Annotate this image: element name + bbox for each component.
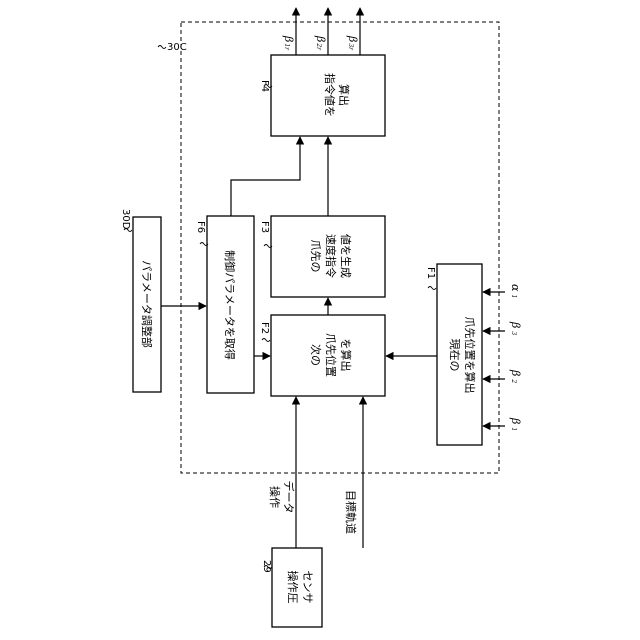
block-f6-ref: F6 — [195, 221, 206, 233]
block-f3-line-1: 爪先の — [309, 240, 322, 273]
block-f2-line-3: を算出 — [339, 339, 353, 372]
block-f1-ref: F1 — [425, 267, 436, 279]
block-f1-line-2: 爪先位置を算出 — [463, 317, 477, 394]
operation-data-label-line-1: 操作 — [268, 486, 282, 508]
block-f4-compute-command-value: 指令値を 算出 — [271, 55, 385, 136]
output-label-b3r: β3r — [346, 35, 359, 51]
block-f1-line-1: 現在の — [448, 339, 461, 372]
block-f3-line-2: 速度指令 — [324, 234, 338, 278]
block-29-operation-pressure-sensor: 操作圧 センサ — [272, 548, 322, 627]
input-label-b3: β3 — [509, 321, 522, 335]
operation-data-label-line-2: データ — [282, 481, 296, 514]
block-29-ref: 29 — [261, 560, 272, 573]
block-29-line-1: 操作圧 — [286, 571, 300, 604]
block-f3-line-3: 値を生成 — [339, 234, 353, 278]
block-f3-generate-velocity-command: 爪先の 速度指令 値を生成 — [271, 216, 385, 297]
input-label-a1: α1 — [509, 284, 522, 298]
block-f6-get-control-parameter: 制御パラメータを取得 — [207, 216, 254, 393]
output-label-b1r: β1r — [282, 35, 295, 51]
target-path-label: 目標軌道 — [344, 490, 358, 534]
input-label-b1: β1 — [509, 417, 522, 431]
enclosure-ref: 30C — [167, 42, 187, 53]
input-label-b2: β2 — [509, 369, 522, 383]
block-f3-ref: F3 — [259, 221, 270, 233]
block-f1-compute-current-tip-position: 現在の 爪先位置を算出 — [437, 264, 482, 445]
block-f4-line-1: 指令値を — [323, 73, 337, 117]
block-f2-ref: F2 — [259, 322, 270, 334]
block-f2-compute-next-tip-position: 次の 爪先位置 を算出 — [271, 315, 385, 396]
block-30d-parameter-adjuster: パラメータ調整部 — [133, 217, 161, 392]
arrow-f6-to-f4 — [231, 137, 300, 216]
block-f2-line-1: 次の — [309, 344, 323, 366]
output-label-b2r: β2r — [314, 35, 327, 51]
block-29-line-2: センサ — [301, 571, 314, 604]
block-30d-ref: 30D — [120, 209, 131, 230]
block-30d-line-1: パラメータ調整部 — [140, 260, 154, 348]
block-f4-line-2: 算出 — [337, 84, 351, 106]
block-f4-ref: F4 — [259, 80, 270, 92]
block-f2-line-2: 爪先位置 — [324, 333, 338, 377]
block-f6-line-1: 制御パラメータを取得 — [223, 250, 237, 360]
